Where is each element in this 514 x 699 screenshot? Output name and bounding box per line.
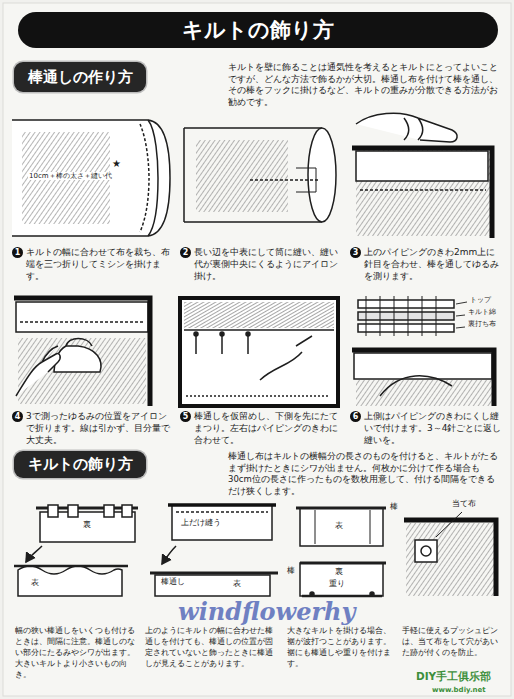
title-banner: キルトの飾り方 [18, 12, 498, 48]
intro-text: キルトを壁に飾ることは通気性を考えるとキルトにとってよいことですが、どんな方法で… [228, 62, 500, 108]
step-caption: 上のパイピングのきわ2mm上に針目を合わせ、棒を通してゆるみを測ります。 [364, 246, 502, 283]
watermark: windflowerhy [178, 598, 355, 626]
star-mark: ★ [112, 158, 121, 170]
site-url: www.bdiy.net [432, 686, 486, 694]
node-text: 1 [15, 249, 21, 257]
node-text: 4 [15, 413, 21, 421]
note-label: 上だけ縫う [180, 519, 222, 528]
layer-label: キルト綿 [468, 308, 496, 316]
node-text: 6 [353, 413, 359, 421]
node-text: キルトの飾り方 [182, 20, 334, 41]
node-text: 棒通しの作り方 [28, 70, 133, 85]
callout-number: 4 [12, 411, 23, 422]
section-heading: 棒通しの作り方 [14, 62, 146, 92]
figure-caption: 幅の狭い棒通しをいくつも付けるときは、間隔に注意。棒通しのない部分にたるみやシワ… [15, 626, 137, 680]
side-label: 裏 [82, 520, 92, 529]
node-text: 2 [183, 249, 189, 257]
node-text: 3 [353, 249, 359, 257]
figure-caption: 大きなキルトを掛ける場合、裾が波打つことがあります。裾にも棒通しや重りを付けます… [287, 626, 395, 670]
step-caption: キルトの幅に合わせて布を裁ち、布端を三つ折りしてミシンを掛けます。 [26, 246, 172, 283]
part-label: 棒 [390, 502, 398, 511]
part-label: 重り [328, 580, 346, 589]
side-label: 裏 [334, 567, 344, 576]
callout-number: 3 [350, 247, 361, 258]
step-caption: 3で測ったゆるみの位置をアイロンで折ります。線は引かず、目分量で大丈夫。 [26, 410, 172, 447]
callout-number: 1 [12, 247, 23, 258]
site-logo: DIY手工俱乐部 [416, 670, 491, 682]
dimension-label: 10cm＋棒の太さ＋縫い代 [28, 172, 113, 180]
step-caption: 棒通しを仮留めし、下側を先にたてまつり。左右はパイピングのきわに合わせて。 [194, 410, 342, 447]
intro-text: 棒通し布はキルトの横幅分の長さのものを付けると、キルトがたるまず掛けたときにシワ… [228, 451, 500, 497]
node-text: キルトの飾り方 [28, 457, 133, 472]
callout-number: 5 [180, 411, 191, 422]
node-text: 5 [183, 413, 189, 421]
side-label: 表 [30, 578, 40, 587]
step-caption: 上側はパイピングのきわにくし縫いで付けます。3～4針ごとに返し縫いを。 [364, 410, 502, 447]
section-heading: キルトの飾り方 [14, 451, 146, 478]
part-label: 当て布 [452, 500, 476, 509]
step-caption: 長い辺を中表にして筒に縫い、縫い代が裏側中央にくるようにアイロン掛け。 [194, 246, 342, 283]
part-label: 棒通し [160, 578, 186, 587]
figure-caption: 手軽に使えるプッシュピンは、当て布をして穴があいた跡が付くのを防止。 [402, 626, 502, 659]
side-label: 表 [334, 521, 344, 530]
figure-caption: 上のようにキルトの幅に合わせた棒通しを付けても、棒通しの位置が固定されていないと… [145, 626, 277, 670]
side-label: 表 [232, 579, 242, 588]
part-label: 棒 [287, 566, 295, 575]
layer-label: 裏打ち布 [468, 320, 496, 328]
layer-label: トップ [470, 296, 491, 304]
callout-number: 6 [350, 411, 361, 422]
callout-number: 2 [180, 247, 191, 258]
